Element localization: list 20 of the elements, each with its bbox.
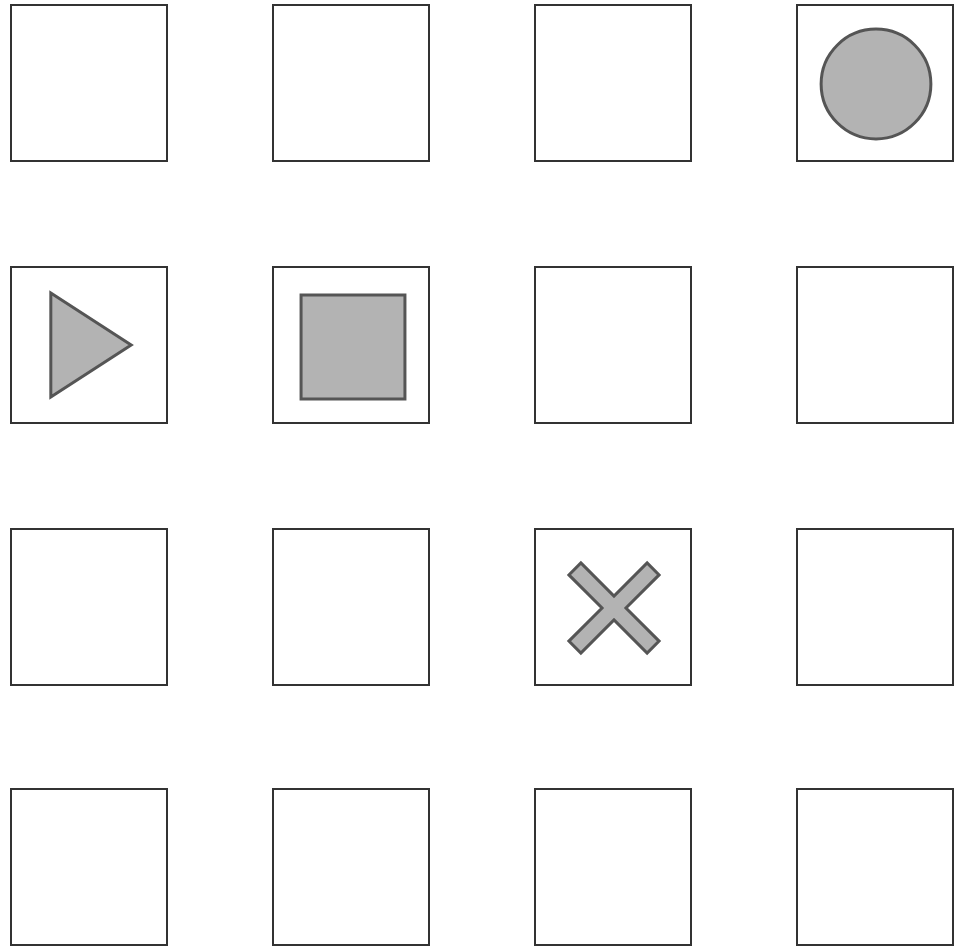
empty-square-box <box>272 528 430 686</box>
empty-square-box <box>534 788 692 946</box>
empty-square-box <box>534 266 692 424</box>
empty-square-box <box>796 266 954 424</box>
empty-square-box <box>796 528 954 686</box>
empty-square-box <box>272 788 430 946</box>
empty-square-box <box>10 4 168 162</box>
empty-square-box <box>534 528 692 686</box>
empty-square-box <box>10 528 168 686</box>
empty-square-box <box>272 4 430 162</box>
triangle-shape <box>50 292 132 398</box>
empty-square-box <box>10 788 168 946</box>
circle-shape <box>820 28 932 140</box>
empty-square-box <box>534 4 692 162</box>
empty-square-box <box>796 4 954 162</box>
square-shape <box>300 294 406 400</box>
empty-square-box <box>272 266 430 424</box>
empty-square-box <box>796 788 954 946</box>
empty-square-box <box>10 266 168 424</box>
cross-shape <box>568 562 660 654</box>
